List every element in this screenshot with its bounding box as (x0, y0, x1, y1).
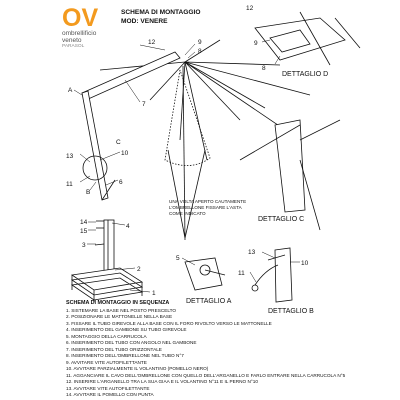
callout-a-main: A (68, 87, 73, 94)
assembly-steps: SCHEMA DI MONTAGGIO IN SEQUENZA 1. SISTE… (66, 300, 346, 399)
detail-d-drawing (254, 11, 361, 66)
step-item: 10. AVVITARE PARZIALMENTE IL VOLANTINO (… (66, 366, 209, 372)
step-item: 6. INSERIMENTO DEL TUBO CON ANGOLO NEL G… (66, 340, 197, 346)
detail-c-drawing (239, 119, 341, 231)
detail-a-drawing (184, 257, 226, 291)
step-item: 12. INSERIRE L'ARGANELLO TRA LA SUA GIAA… (66, 379, 258, 385)
callout-10: 10 (121, 150, 129, 157)
note-line-3: COME INDICATO (169, 211, 206, 216)
callout-c-main: C (116, 139, 121, 146)
callout-6: 6 (119, 179, 123, 186)
callout-1: 1 (152, 290, 156, 297)
callout-9-detail-d: 9 (254, 40, 258, 47)
logo-mark: OV (62, 4, 108, 32)
step-item: 14. AVVITARE IL POMELLO CON PUNTA (66, 392, 154, 398)
sheet-title: SCHEMA DI MONTAGGIO (121, 9, 201, 16)
step-item: 3. FISSARE IL TUBO GIREVOLE ALLA BASE CO… (66, 320, 272, 326)
callout-11-detail-b: 11 (238, 270, 245, 277)
horizontal-tube (81, 51, 181, 101)
base-with-tiles (70, 267, 144, 302)
callout-numbers: 12 9 8 7 A C 10 13 11 B 6 14 15 4 3 2 1 … (66, 5, 309, 297)
step-item: 11. AGGANCIARE IL CAVO DELL'OMBRELLONE C… (66, 372, 346, 378)
fixing-note: UNA VOLTA APERTO CAUTAMENTE L'OMBRELLONE… (169, 199, 246, 216)
step-item: 7. INSERIMENTO DEL TUBO ORIZZONTALE (66, 346, 162, 352)
leader-lines (73, 39, 300, 293)
callout-8: 8 (198, 48, 202, 55)
logo-letters: OV (62, 4, 99, 32)
brand-logo: OV ombrellificio veneto PARASOL (62, 4, 108, 50)
detail-b-drawing (251, 247, 293, 303)
callout-12: 12 (148, 39, 156, 46)
step-item: 1. SISTEMARE LA BASE NEL POSTO PRESCELTO (66, 307, 177, 313)
callout-9: 9 (198, 39, 202, 46)
detail-d-title: DETTAGLIO D (282, 71, 328, 78)
callout-12-detail-d: 12 (246, 5, 254, 12)
detail-c-title: DETTAGLIO C (258, 216, 304, 223)
angled-tube (81, 90, 116, 201)
step-item: 4. INSERIMENTO DEL GAMBONE SU TUBO GIREV… (66, 327, 187, 333)
callout-4: 4 (126, 223, 130, 230)
step-item: 8. INSERIMENTO DELL'OMBRELLONE NEL TUBO … (66, 353, 184, 359)
callout-15: 15 (80, 228, 88, 235)
hardware-parts (94, 220, 105, 246)
step-item: 2. POSIZIONARE LE MATTONELLE NELLA BASE (66, 314, 173, 320)
callout-2: 2 (137, 266, 141, 273)
detail-a-title: DETTAGLIO A (186, 298, 232, 305)
step-item: 13. AVVITARE VITE AUTOFILETTANTE (66, 385, 150, 391)
step-item: 9. AVVITARE VITE AUTOFILETTANTE (66, 359, 147, 365)
step-item: 5. MONTAGGIO DELLA CARRUCOLA (66, 333, 147, 339)
callout-3: 3 (82, 242, 86, 249)
logo-name: ombrellificio veneto (62, 30, 97, 44)
callout-11: 11 (66, 181, 73, 188)
callout-14: 14 (80, 219, 88, 226)
callout-13: 13 (66, 153, 74, 160)
detail-c-circle (82, 155, 108, 181)
callout-7: 7 (142, 101, 146, 108)
canopy-drape (164, 65, 211, 241)
note-line-2: L'OMBRELLONE FISSARE L'ASTA (169, 205, 243, 210)
callout-10-detail-b: 10 (301, 260, 309, 267)
note-line-1: UNA VOLTA APERTO CAUTAMENTE (169, 199, 246, 204)
callout-13-detail-b: 13 (248, 249, 256, 256)
callout-8-detail-d: 8 (262, 65, 266, 72)
logo-sub: PARASOL (62, 44, 85, 49)
callout-b-main: B (86, 189, 90, 196)
callout-5: 5 (176, 255, 180, 262)
detail-titles: DETTAGLIO D DETTAGLIO C DETTAGLIO A DETT… (186, 71, 328, 315)
detail-b-title: DETTAGLIO B (268, 308, 314, 315)
steps-title: SCHEMA DI MONTAGGIO IN SEQUENZA (66, 300, 170, 306)
model-name: MOD: VENERE (121, 18, 168, 25)
